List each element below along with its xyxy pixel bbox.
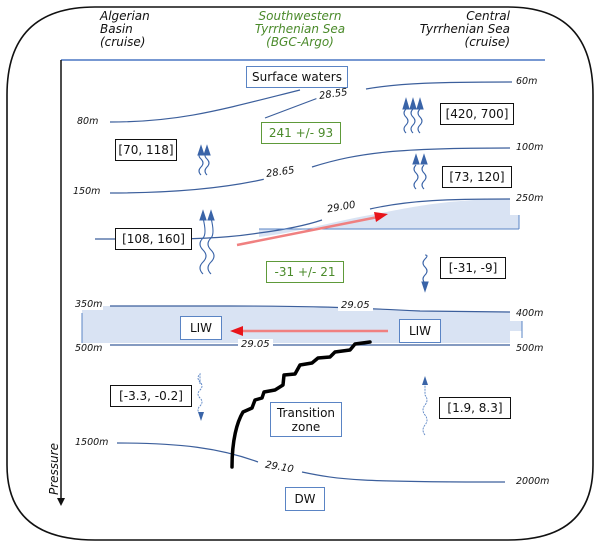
header-right-line-2: Tyrrhenian Sea [419,22,510,36]
flux-arrow-central-deep [422,376,428,436]
depth-label-500m-right: 500m [515,343,545,354]
liw-westward-arrowhead [230,326,243,336]
isopycnal-29-10-right [301,471,506,483]
header-right-line-1: Central [466,9,510,23]
liw-spreading-arrow-upper [236,215,379,247]
flux-algerian-deep: [-3.3, -0.2] [110,385,192,407]
transition-zone-line-1: Transition [276,406,336,420]
depth-label-80m: 80m [76,116,100,127]
deep-water-label: DW [285,487,325,511]
header-center-line-1: Southwestern [258,9,342,23]
flux-arrow-central-lower [421,254,429,293]
flux-arrows-central-upper [402,97,424,134]
header-center-line-3: (BGC-Argo) [266,35,334,49]
depth-label-2000m: 2000m [515,476,551,487]
isopycnal-28-55-right [365,81,513,90]
header-left-line-2: Basin [100,22,133,36]
header-left-line-1: Algerian [100,9,150,23]
liw-spreading-arrowhead-upper [374,212,388,222]
flux-argo-middle: -31 +/- 21 [266,261,344,283]
isopycnal-label-29-05-top: 29.05 [338,300,373,311]
isopycnal-28-65-right [311,147,511,168]
isopycnal-28-65-left [109,178,266,194]
flux-arrows-algerian-deep [197,372,204,421]
flux-central-upper: [420, 700] [440,103,514,125]
isopycnal-label-29-05-bottom: 29.05 [238,339,273,350]
surface-waters-label: Surface waters [246,66,348,88]
depth-label-400m: 400m [515,308,545,319]
header-algerian-basin: Algerian Basin (cruise) [100,10,150,49]
flux-algerian-middle: [108, 160] [115,228,192,250]
flux-central-lower: [-31, -9] [440,257,506,279]
depth-label-60m: 60m [515,76,539,87]
flux-algerian-upper: [70, 118] [115,139,177,161]
transition-zone-line-2: zone [291,420,321,434]
flux-central-deep: [1.9, 8.3] [439,397,511,419]
depth-label-500m-left: 500m [74,343,104,354]
header-left-line-3: (cruise) [100,35,146,49]
flux-arrows-central-middle [412,153,428,190]
transition-zone-boundary [230,340,372,469]
depth-label-150m: 150m [72,186,102,197]
isopycnal-28-55-mid [264,97,319,119]
pressure-axis-label: Pressure [47,443,61,495]
transition-zone-label: Transition zone [270,402,342,437]
pressure-axis-arrowhead [57,498,65,506]
isopycnal-29-00-right [369,198,511,210]
flux-argo-upper: 241 +/- 93 [261,122,341,144]
liw-label-left: LIW [180,316,222,340]
header-center-line-2: Tyrrhenian Sea [254,22,346,36]
flux-arrows-algerian-middle [199,209,215,275]
depth-label-350m: 350m [74,299,104,310]
header-right-line-3: (cruise) [464,35,510,49]
frame-border [6,6,594,541]
isopycnal-29-05-top [110,305,511,313]
depth-label-100m: 100m [515,142,545,153]
depth-label-1500m: 1500m [74,437,110,448]
depth-label-250m: 250m [515,193,545,204]
header-central-tyrrhenian: Central Tyrrhenian Sea (cruise) [410,10,510,49]
header-sw-tyrrhenian: Southwestern Tyrrhenian Sea (BGC-Argo) [240,10,360,49]
flux-central-middle: [73, 120] [442,166,512,188]
flux-arrows-algerian-upper [197,144,211,176]
isopycnal-29-10-left [116,442,259,463]
isopycnal-28-55-left [109,89,301,123]
liw-label-right: LIW [399,319,441,343]
liw-upper-wedge [259,199,519,237]
